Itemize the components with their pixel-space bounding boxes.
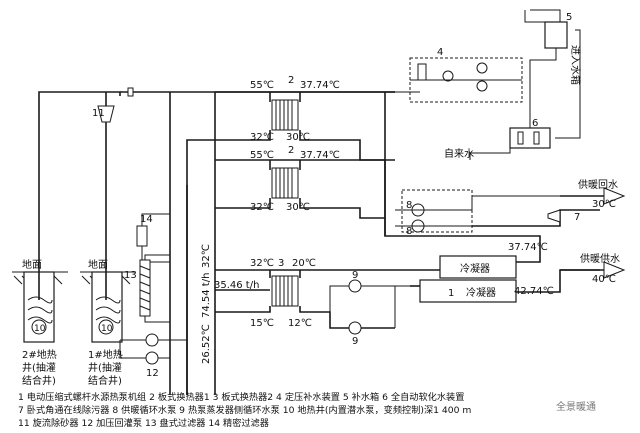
label-13: 13: [124, 270, 137, 281]
pump-icon: [476, 80, 488, 92]
heat-exchanger-1-top: [186, 91, 395, 395]
pump-icon: [145, 333, 159, 347]
condenser-upper: [439, 255, 517, 279]
legend-line-3: 11 旋流除砂器 12 加压回灌泵 13 盘式过滤器 14 精密过滤器: [18, 417, 269, 429]
condenser-in-temp: 42.74℃: [514, 286, 554, 297]
heat-pump-unit-1: [384, 92, 600, 303]
vertical-flow: 74.54 t/h: [201, 273, 212, 318]
label-5: 5: [566, 12, 572, 23]
well-1-name-2: 井(抽灌: [88, 361, 122, 374]
hx1-top-in-temp: 55℃: [250, 80, 274, 91]
label-8b: 8: [406, 226, 412, 237]
tap-water-line: [469, 152, 488, 160]
condenser-lower: [419, 279, 517, 303]
label-7: 7: [574, 212, 580, 223]
label-12: 12: [146, 368, 159, 379]
condenser-out-temp: 37.74℃: [508, 242, 548, 253]
well-1-number: 10: [101, 324, 113, 334]
cyclone-desander-icon: [97, 105, 115, 123]
hx3-bottom-left-temp: 15℃: [250, 318, 274, 329]
condenser-label-upper: 冷凝器: [460, 262, 490, 275]
return-temp: 30℃: [592, 199, 616, 210]
well-2-number: 10: [34, 324, 46, 334]
supply-label: 供暖供水: [580, 252, 620, 265]
heating-pumps-8: [384, 160, 600, 236]
label-4: 4: [437, 47, 443, 58]
dirt-separator-icon: [547, 209, 561, 223]
supply-temp: 40℃: [592, 274, 616, 285]
watermark: 全景暖通: [556, 400, 596, 413]
ground-label-a: 地面: [22, 258, 42, 271]
hx3-top-out-temp: 20℃: [292, 258, 316, 269]
vertical-temp-2652: 26.52℃: [201, 324, 212, 364]
hx2-bottom-left-temp: 32℃: [250, 202, 274, 213]
disc-filter-13: [139, 254, 170, 323]
pump-icon: [348, 279, 362, 293]
well-1-name-3: 结合井): [88, 374, 122, 387]
label-11: 11: [92, 108, 105, 119]
pump-icon: [348, 321, 362, 335]
well-2-name-1: 2#地热: [22, 348, 57, 361]
flow-arrow-icon: [603, 187, 626, 205]
vertical-temp-32: 32℃: [201, 244, 212, 268]
well-2: [12, 110, 68, 343]
precision-filter-icon: [136, 225, 148, 247]
legend-line-1: 1 电动压缩式螺杆水源热泵机组 2 板式换热器1 3 板式换热器2 4 定压补水…: [18, 391, 464, 403]
return-label: 供暖回水: [578, 178, 618, 191]
well-1: [80, 128, 136, 343]
flow-arrow-icon: [603, 261, 626, 279]
flow-rate: 35.46 t/h: [214, 280, 259, 291]
heat-exchanger-1-bottom: [215, 159, 395, 219]
hx2-top-out-temp: 37.74℃: [300, 150, 340, 161]
well-2-name-2: 井(抽灌: [22, 361, 56, 374]
hx3-bottom-right-temp: 12℃: [288, 318, 312, 329]
hx2-top-in-temp: 55℃: [250, 150, 274, 161]
pump-icon: [442, 70, 454, 82]
ground-label-b: 地面: [88, 258, 108, 271]
hx1-bottom-left-temp: 32℃: [250, 132, 274, 143]
label-9a: 9: [352, 270, 358, 281]
label-14: 14: [140, 214, 153, 225]
hx2-bottom-right-temp: 30℃: [286, 202, 310, 213]
hx3-number: 3: [278, 258, 284, 269]
hx2-number: 2: [288, 145, 294, 156]
hx3-top-in-temp: 32℃: [250, 258, 274, 269]
label-6: 6: [532, 118, 538, 129]
hx1-top-out-temp: 37.74℃: [300, 80, 340, 91]
supply-arrow: [560, 261, 626, 279]
pump-icon: [476, 62, 488, 74]
condenser-label-lower: 冷凝器: [466, 286, 496, 299]
label-9b: 9: [352, 336, 358, 347]
pump-icon: [145, 351, 159, 365]
evaporator-pumps-9: [329, 279, 410, 335]
softener-6: [488, 102, 551, 154]
legend-line-2: 7 卧式角通在线除污器 8 供暖循环水泵 9 热泵蒸发器侧循环水泵 10 地热井…: [18, 404, 471, 416]
unit-number: 1: [448, 288, 454, 299]
well-2-pump-icon: [31, 319, 47, 335]
label-8a: 8: [406, 200, 412, 211]
return-arrow: [560, 187, 626, 205]
tap-water-label: 自来水: [444, 147, 474, 160]
well-2-name-3: 结合井): [22, 374, 56, 387]
water-tank-inlet: 进入水箱: [569, 45, 582, 85]
hx1-bottom-right-temp: 30℃: [286, 132, 310, 143]
heat-exchanger-2: [215, 269, 410, 329]
makeup-tank-5: [524, 9, 581, 139]
hx1-number: 2: [288, 75, 294, 86]
reinjection-pumps-12: [119, 333, 187, 365]
pressure-makeup-4: [395, 57, 523, 103]
well-1-name-1: 1#地热: [88, 348, 123, 361]
well-1-pump-icon: [98, 319, 114, 335]
